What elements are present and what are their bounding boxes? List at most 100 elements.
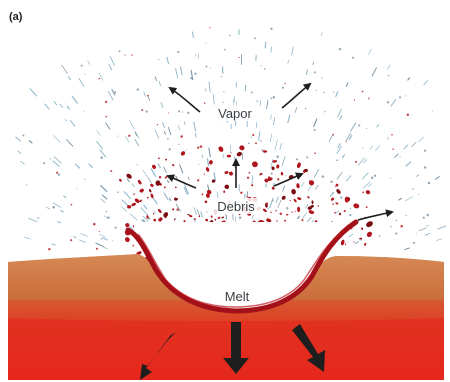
ground-deep-band bbox=[8, 318, 444, 380]
vapor-streak bbox=[276, 197, 279, 204]
vapor-particle bbox=[115, 227, 117, 229]
vapor-streak bbox=[207, 158, 208, 166]
vapor-streak bbox=[103, 247, 108, 249]
label-debris: Debris bbox=[217, 199, 255, 214]
vapor-streak bbox=[288, 115, 290, 123]
debris-fragment bbox=[361, 227, 363, 230]
vapor-streak bbox=[270, 133, 272, 142]
debris-fragment bbox=[240, 191, 243, 194]
vapor-particle bbox=[349, 214, 351, 216]
debris-fragment bbox=[340, 239, 345, 245]
vapor-particle bbox=[125, 54, 126, 55]
debris-fragment bbox=[153, 219, 156, 222]
vapor-particle bbox=[222, 102, 223, 103]
debris-fragment bbox=[335, 188, 341, 195]
vapor-particle bbox=[418, 194, 419, 195]
debris-fragment bbox=[221, 216, 224, 218]
vapor-particle bbox=[340, 196, 342, 198]
vapor-streak bbox=[29, 140, 32, 143]
vapor-streak bbox=[259, 133, 260, 141]
vapor-particle bbox=[197, 179, 199, 181]
vapor-streak bbox=[168, 127, 171, 135]
vapor-particle bbox=[333, 91, 334, 92]
vapor-streak bbox=[226, 214, 227, 219]
debris-fragment bbox=[175, 187, 177, 189]
vapor-streak bbox=[346, 83, 348, 87]
vapor-particle bbox=[99, 231, 100, 232]
vapor-particle bbox=[358, 124, 360, 126]
vapor-particle bbox=[392, 148, 394, 150]
vapor-particle bbox=[371, 176, 374, 179]
debris-fragment bbox=[365, 220, 374, 228]
vapor-streak bbox=[418, 137, 423, 142]
vapor-particle bbox=[128, 135, 130, 137]
vapor-streak bbox=[411, 142, 416, 147]
vapor-particle bbox=[71, 204, 73, 206]
vapor-streak bbox=[340, 115, 342, 119]
vapor-particle bbox=[291, 211, 292, 212]
vapor-streak bbox=[358, 158, 364, 166]
vapor-particle bbox=[52, 206, 55, 209]
vapor-particle bbox=[209, 27, 210, 28]
vapor-streak bbox=[336, 211, 338, 213]
vapor-particle bbox=[330, 181, 332, 183]
vapor-particle bbox=[423, 217, 425, 219]
vapor-streak bbox=[394, 154, 398, 158]
debris-fragment bbox=[307, 196, 310, 199]
vapor-particle bbox=[332, 134, 334, 136]
vapor-particle bbox=[176, 208, 179, 211]
vapor-streak bbox=[99, 73, 103, 81]
debris-fragment bbox=[172, 208, 175, 211]
vapor-streak bbox=[97, 131, 101, 136]
vapor-streak bbox=[398, 198, 401, 200]
vapor-particle bbox=[406, 215, 407, 216]
vapor-particle bbox=[362, 191, 364, 193]
vapor-streak bbox=[104, 216, 108, 219]
vapor-particle bbox=[187, 112, 189, 114]
vapor-streak bbox=[260, 100, 261, 106]
debris-fragment bbox=[150, 183, 155, 187]
vapor-particle bbox=[354, 99, 355, 100]
vapor-particle bbox=[112, 240, 113, 241]
debris-fragment bbox=[311, 200, 313, 204]
vapor-particle bbox=[100, 156, 103, 159]
vapor-streak bbox=[351, 123, 356, 132]
label-debris-group: Debris bbox=[210, 198, 262, 214]
debris-fragment bbox=[335, 202, 339, 205]
vapor-streak bbox=[73, 237, 76, 238]
vapor-streak bbox=[313, 62, 314, 65]
vapor-streak bbox=[342, 155, 345, 159]
vapor-particle bbox=[168, 112, 169, 113]
vapor-particle bbox=[106, 211, 107, 212]
vapor-streak bbox=[164, 131, 165, 135]
arrow-lower-right bbox=[358, 212, 392, 220]
vapor-streak bbox=[213, 94, 214, 105]
vapor-particle bbox=[198, 164, 199, 165]
vapor-streak bbox=[164, 193, 169, 200]
vapor-streak bbox=[346, 133, 351, 141]
vapor-particle bbox=[85, 74, 86, 75]
debris-fragment bbox=[239, 145, 245, 151]
vapor-streak bbox=[121, 206, 127, 211]
vapor-streak bbox=[247, 191, 248, 196]
debris-fragment bbox=[296, 162, 301, 169]
vapor-streak bbox=[408, 77, 410, 80]
debris-fragment bbox=[137, 179, 142, 185]
vapor-particle bbox=[424, 149, 426, 151]
debris-fragment bbox=[210, 215, 213, 218]
vapor-streak bbox=[79, 78, 85, 87]
vapor-particle bbox=[264, 68, 266, 70]
vapor-particle bbox=[101, 238, 103, 240]
vapor-particle bbox=[301, 219, 303, 221]
debris-fragment bbox=[139, 188, 145, 193]
vapor-particle bbox=[296, 158, 298, 160]
vapor-particle bbox=[379, 235, 381, 237]
vapor-streak bbox=[158, 163, 161, 168]
vapor-particle bbox=[295, 211, 296, 212]
vapor-streak bbox=[79, 240, 85, 243]
vapor-particle bbox=[285, 175, 286, 176]
vapor-streak bbox=[68, 76, 71, 80]
vapor-particle bbox=[350, 208, 351, 209]
vapor-streak bbox=[375, 145, 380, 150]
vapor-particle bbox=[305, 108, 307, 110]
